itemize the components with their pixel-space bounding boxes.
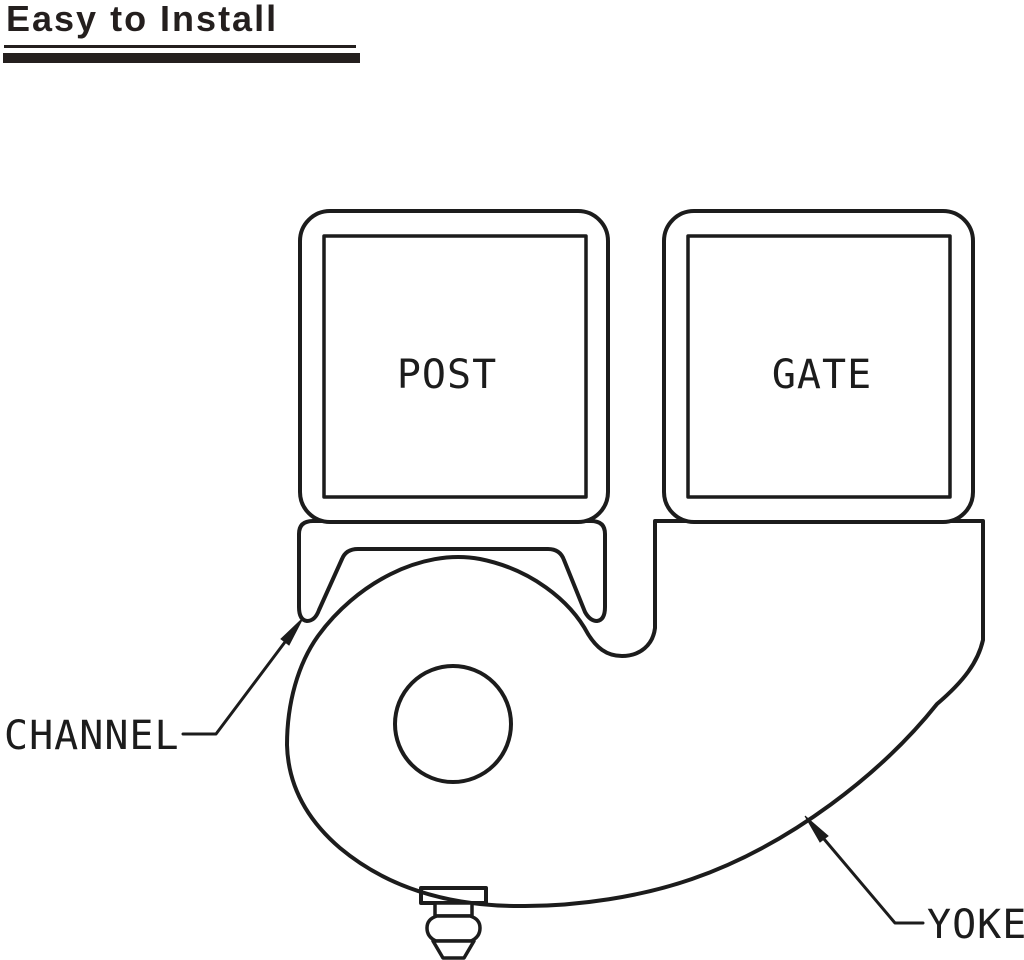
post-tube-inner [322,234,588,499]
title-underline-thick [3,53,360,63]
yoke-callout: YOKE [804,815,1024,948]
gate-tube-inner [686,234,952,499]
grease-fitting-ball [425,914,482,943]
yoke-leader-arrowhead [804,815,829,843]
channel-callout: CHANNEL [4,617,304,759]
title-block: Easy to Install [3,0,360,63]
yoke-body [285,519,985,909]
channel-bracket [297,519,607,623]
title-underline-thin [4,45,356,48]
channel-leader-line [181,640,287,736]
post-tube: POST [298,209,610,524]
gate-label: GATE [772,352,872,398]
yoke-label: YOKE [927,902,1024,948]
grease-fitting-neck [433,901,474,918]
grease-fitting-tip [431,939,476,960]
pivot-hole [393,664,513,784]
gate-tube: GATE [662,209,975,524]
grease-fitting [419,886,488,960]
page-title: Easy to Install [6,0,279,39]
yoke-leader-line [822,837,925,925]
channel-label: CHANNEL [4,713,180,759]
post-label: POST [397,352,497,398]
channel-leader-arrowhead [280,617,304,646]
